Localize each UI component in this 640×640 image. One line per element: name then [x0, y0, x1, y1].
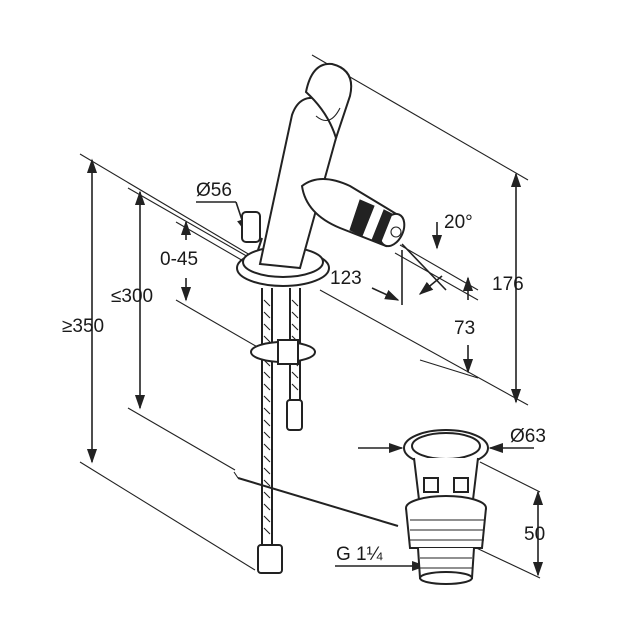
dimension-labels: Ø56 0-45 ≤300 ≥350 123 20° 176 73 Ø63 50…: [62, 180, 546, 565]
height-50-label: 50: [524, 524, 545, 545]
height-73-label: 73: [454, 318, 475, 339]
diameter-56-label: Ø56: [196, 180, 232, 201]
angle-20-label: 20°: [444, 212, 473, 233]
range-0-45-label: 0-45: [160, 249, 198, 270]
height-176-label: 176: [492, 274, 524, 295]
length-123-label: 123: [330, 268, 362, 289]
max-300-label: ≤300: [111, 286, 153, 307]
diameter-63-label: Ø63: [510, 426, 546, 447]
faucet-body: [233, 62, 406, 574]
thread-label: G 1¼: [336, 544, 384, 565]
min-350-label: ≥350: [62, 316, 104, 337]
drain-assembly: [403, 429, 489, 585]
